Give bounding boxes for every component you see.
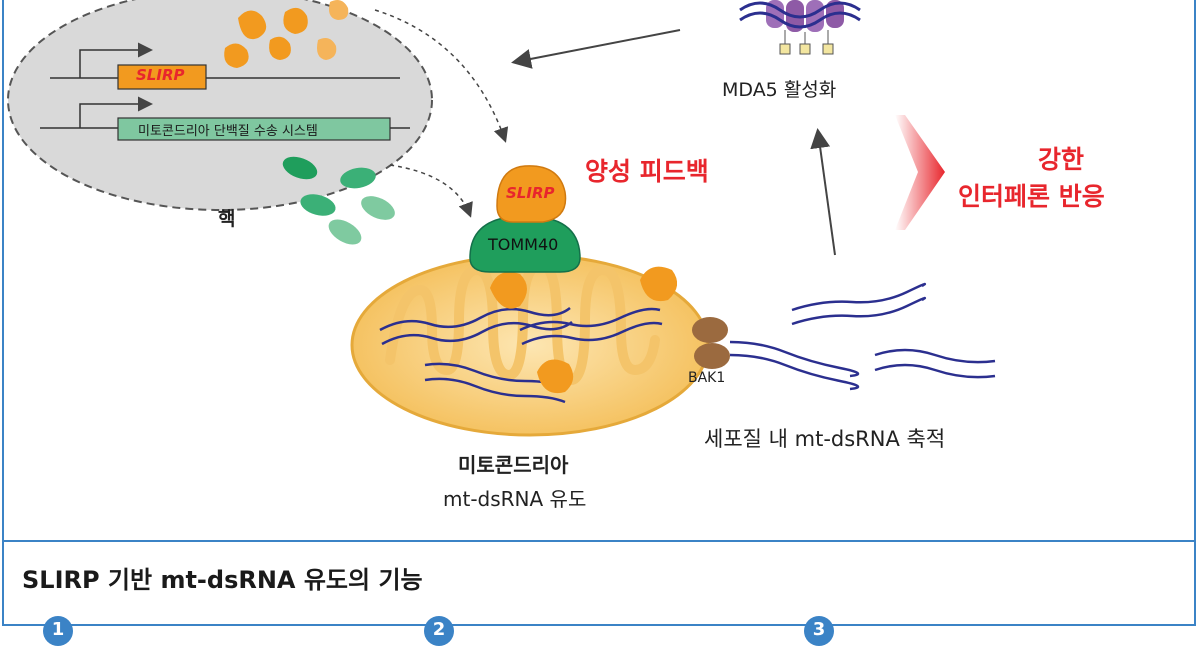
step-badge-1: 1	[43, 616, 73, 646]
figure-frame	[2, 0, 1196, 626]
feedback-label: 양성 피드백	[585, 157, 709, 186]
mito-title: 미토콘드리아	[458, 453, 569, 477]
nucleus-label: 핵	[218, 208, 236, 230]
mt-dsrna-strands	[379, 282, 996, 404]
step-badge-3: 3	[804, 616, 834, 646]
slirp-gene-box	[117, 64, 207, 90]
mda5-receptor	[739, 0, 861, 55]
import-gene-box	[117, 117, 391, 141]
import-proteins	[282, 156, 395, 245]
step-badge-2: 2	[424, 616, 454, 646]
section-title: SLIRP 기반 mt-dsRNA 유도의 기능	[22, 566, 423, 594]
response-line1: 강한	[1038, 145, 1085, 174]
slirp-protein-label: SLIRP	[506, 184, 555, 202]
pathway-diagram	[7, 0, 996, 437]
tomm40-label: TOMM40	[488, 235, 559, 254]
response-arrow	[895, 115, 945, 230]
cytoplasm-label: 세포질 내 mt-dsRNA 축적	[704, 427, 946, 451]
slirp-gene-label: SLIRP	[136, 66, 185, 84]
slirp-proteins	[224, 0, 349, 68]
mda5-label: MDA5 활성화	[722, 79, 837, 101]
slirp-protein	[496, 165, 567, 223]
slirp-on-mito	[490, 266, 678, 394]
import-gene-label: 미토콘드리아 단백질 수송 시스템	[138, 124, 318, 139]
section-divider	[4, 540, 1196, 542]
bak1-label: BAK1	[688, 370, 726, 386]
mitochondrion	[350, 253, 710, 437]
mito-subtitle: mt-dsRNA 유도	[443, 487, 587, 511]
bak1-protein	[692, 317, 730, 369]
tomm40-protein	[469, 215, 581, 273]
response-line2: 인터페론 반응	[958, 182, 1105, 211]
